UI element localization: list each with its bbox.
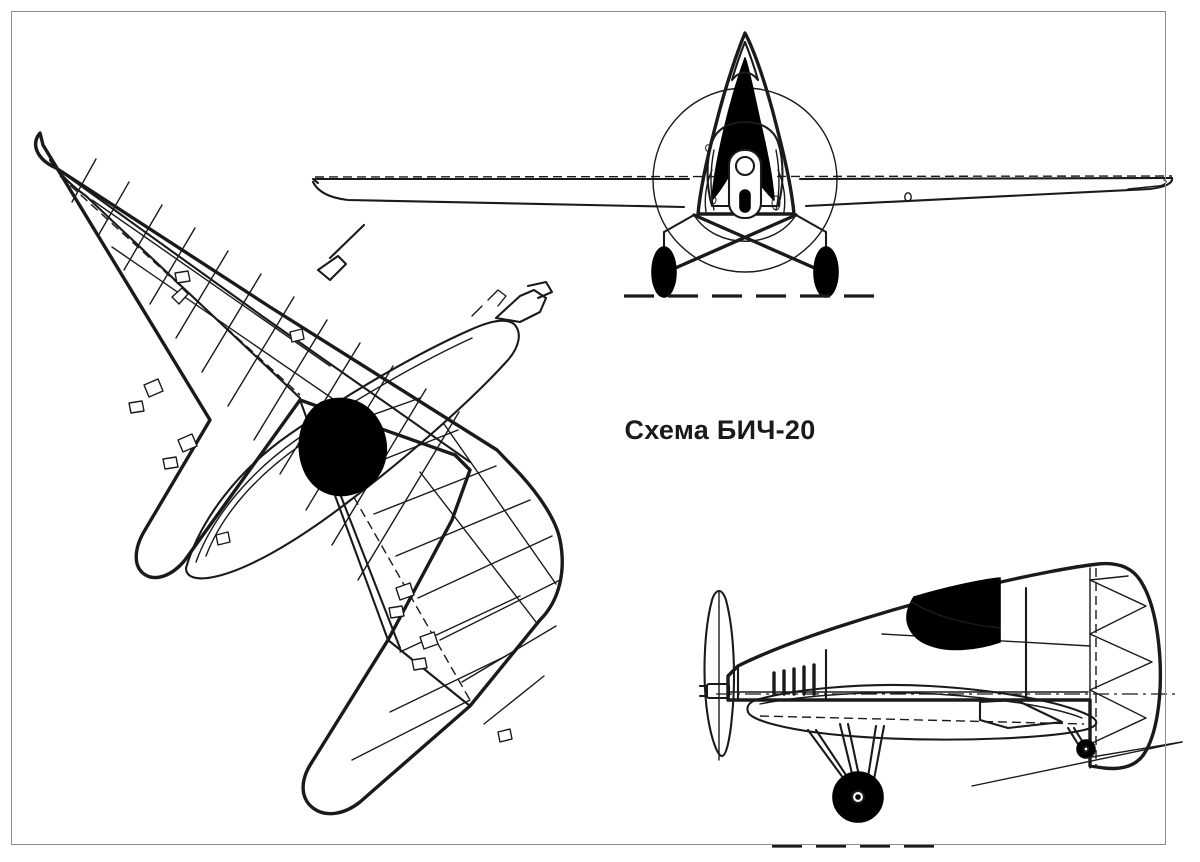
front-right-wheel: [813, 246, 839, 298]
front-left-wheel: [651, 246, 677, 298]
plan-upper-panel: [48, 158, 472, 581]
front-wing-marking: [904, 192, 912, 202]
side-datum-line-rear: [971, 741, 1183, 787]
plan-control-hinges: [128, 270, 513, 743]
side-main-gear: [806, 722, 886, 823]
plan-fuselage-pod: [184, 319, 520, 580]
plan-lower-panel: [298, 397, 561, 761]
plan-nose-spinner: [471, 280, 554, 324]
front-landing-gear: [651, 213, 839, 298]
front-view: [311, 31, 1174, 298]
plan-view: [34, 131, 564, 816]
plan-pitot-marker: [316, 223, 366, 282]
side-datum-line-tail: [1085, 741, 1183, 759]
side-cockpit-canopy: [906, 577, 1001, 651]
front-engine-cowl: [704, 120, 786, 220]
side-wing: [746, 683, 1098, 741]
plan-cockpit-opening: [298, 397, 387, 497]
diagram-caption: Схема БИЧ-20: [624, 415, 816, 445]
side-view: [698, 561, 1183, 848]
side-fin-truss: [1089, 567, 1153, 769]
plan-wing-outline: [34, 131, 564, 816]
side-elevon: [978, 698, 1064, 730]
